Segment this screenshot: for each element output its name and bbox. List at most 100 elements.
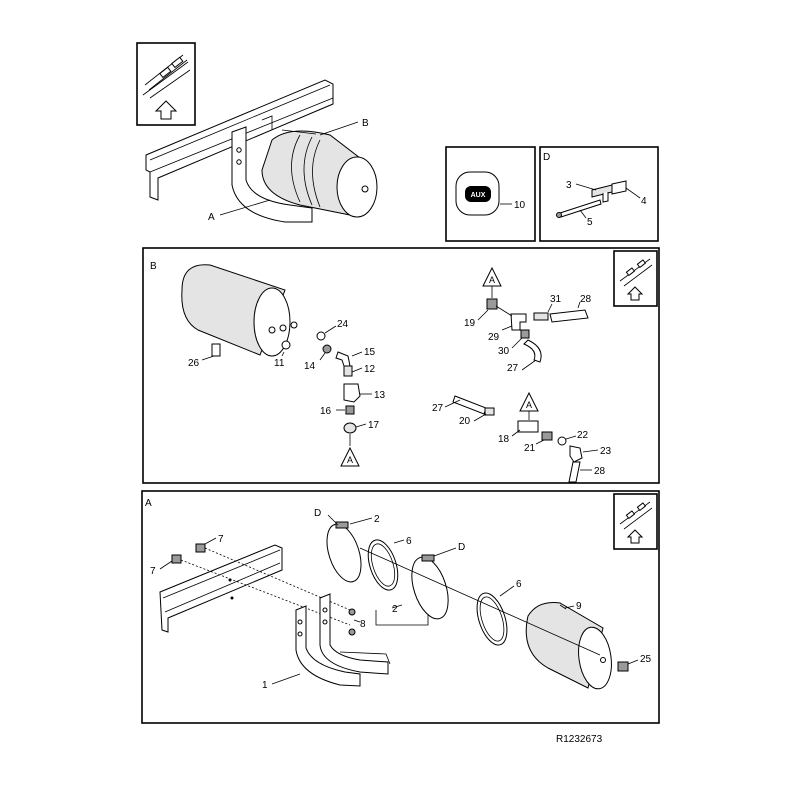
- callout-8: 8: [360, 619, 366, 630]
- fitting-20: [484, 407, 495, 416]
- hose-28-upper: [549, 309, 589, 323]
- callout-9: 9: [576, 601, 582, 612]
- fitting-11: [281, 340, 291, 350]
- callout-7-right: 7: [218, 534, 224, 545]
- callout-12: 12: [364, 364, 376, 375]
- reference-code: R1232673: [556, 734, 603, 745]
- frame-rail-a: [159, 544, 283, 633]
- overview-illustration: B A: [136, 42, 378, 223]
- fitting-19: [486, 298, 498, 310]
- valve-13: [343, 383, 361, 403]
- callout-5: 5: [587, 217, 593, 228]
- callout-24: 24: [337, 319, 349, 330]
- callout-15: 15: [364, 347, 376, 358]
- valve-18: [517, 420, 539, 433]
- callout-7-left: 7: [150, 566, 156, 577]
- fitting-30: [520, 329, 530, 339]
- callout-13: 13: [374, 390, 386, 401]
- callout-21: 21: [524, 443, 536, 454]
- section-B-letter: B: [150, 261, 157, 272]
- callout-28-upper: 28: [580, 294, 592, 305]
- callout-25: 25: [640, 654, 652, 665]
- section-D-panel: D 3 4 5: [539, 146, 659, 242]
- callout-A: A: [208, 212, 215, 223]
- callout-D-right: D: [458, 542, 465, 553]
- elbow-23: [569, 445, 583, 463]
- callout-19: 19: [464, 318, 476, 329]
- ref-triangle-A1: A: [340, 446, 360, 467]
- direction-indicator-box-a: [613, 493, 658, 550]
- section-A-panel: A 7 7: [141, 490, 660, 724]
- connector-12: [343, 365, 353, 377]
- callout-23: 23: [600, 446, 612, 457]
- callout-6-lower: 6: [516, 579, 522, 590]
- aux-button: AUX: [455, 171, 500, 216]
- bolt-7-right: [195, 543, 206, 553]
- fitting-31: [533, 312, 549, 321]
- elbow-15: [335, 351, 351, 367]
- section-D-letter: D: [543, 152, 550, 163]
- nut-17: [343, 422, 357, 434]
- aux-panel: AUX 10: [445, 146, 536, 242]
- mounting-bracket: [231, 115, 313, 223]
- fitting-22: [557, 436, 567, 446]
- tee-29: [510, 313, 527, 331]
- up-arrow-icon: [626, 529, 644, 544]
- hose-27-lower: [452, 395, 487, 415]
- callout-17: 17: [368, 420, 380, 431]
- callout-2-lower: 2: [392, 604, 398, 615]
- strap-2-right: [411, 554, 449, 620]
- strap-2-left: [326, 521, 362, 583]
- ring-6-left: [367, 539, 399, 591]
- svg-text:A: A: [347, 455, 353, 465]
- direction-indicator-box-b: [613, 250, 658, 307]
- callout-27-lower: 27: [432, 403, 444, 414]
- callout-16: 16: [320, 406, 332, 417]
- frame-rail-icon: [142, 54, 191, 99]
- d-fittings: [556, 180, 627, 218]
- callout-2-upper: 2: [374, 514, 380, 525]
- callout-D-left: D: [314, 508, 321, 519]
- svg-text:A: A: [526, 400, 532, 410]
- direction-indicator-box: [136, 42, 196, 126]
- nut-8-upper: [348, 608, 356, 616]
- section-A-letter: A: [145, 498, 152, 509]
- air-tank-b: [181, 264, 298, 357]
- callout-20: 20: [459, 416, 471, 427]
- ref-triangle-A2: A: [482, 266, 502, 287]
- air-tank: [261, 129, 378, 218]
- up-arrow-icon: [154, 100, 178, 120]
- callout-3: 3: [566, 180, 572, 191]
- callout-14: 14: [304, 361, 316, 372]
- fitting-14: [322, 344, 332, 354]
- callout-18: 18: [498, 434, 510, 445]
- hose-27-upper: [523, 339, 542, 363]
- callout-31: 31: [550, 294, 562, 305]
- plug-25: [617, 661, 629, 672]
- leader-line: [219, 199, 271, 216]
- callout-B: B: [362, 118, 369, 129]
- ref-triangle-A3: A: [519, 391, 539, 412]
- callout-26: 26: [188, 358, 200, 369]
- aux-badge-label: AUX: [471, 192, 486, 199]
- callout-1: 1: [262, 680, 268, 691]
- callout-6-upper: 6: [406, 536, 412, 547]
- fitting-24: [316, 331, 326, 341]
- fitting-26: [211, 343, 221, 357]
- svg-text:A: A: [489, 275, 495, 285]
- fitting-16: [345, 405, 355, 415]
- callout-28-lower: 28: [594, 466, 606, 477]
- bolt-7-left: [171, 554, 182, 564]
- hose-28-lower: [568, 461, 581, 483]
- callout-11: 11: [274, 358, 285, 369]
- fitting-21: [541, 431, 553, 441]
- leader-line: [319, 121, 359, 136]
- bracket-1: [295, 593, 391, 687]
- callout-22: 22: [577, 430, 589, 441]
- ring-6-right: [476, 592, 508, 646]
- up-arrow-icon: [626, 286, 644, 301]
- tank-9: [525, 602, 612, 690]
- section-B-panel: B 26 11 24: [142, 247, 660, 484]
- nut-8-lower: [348, 628, 356, 636]
